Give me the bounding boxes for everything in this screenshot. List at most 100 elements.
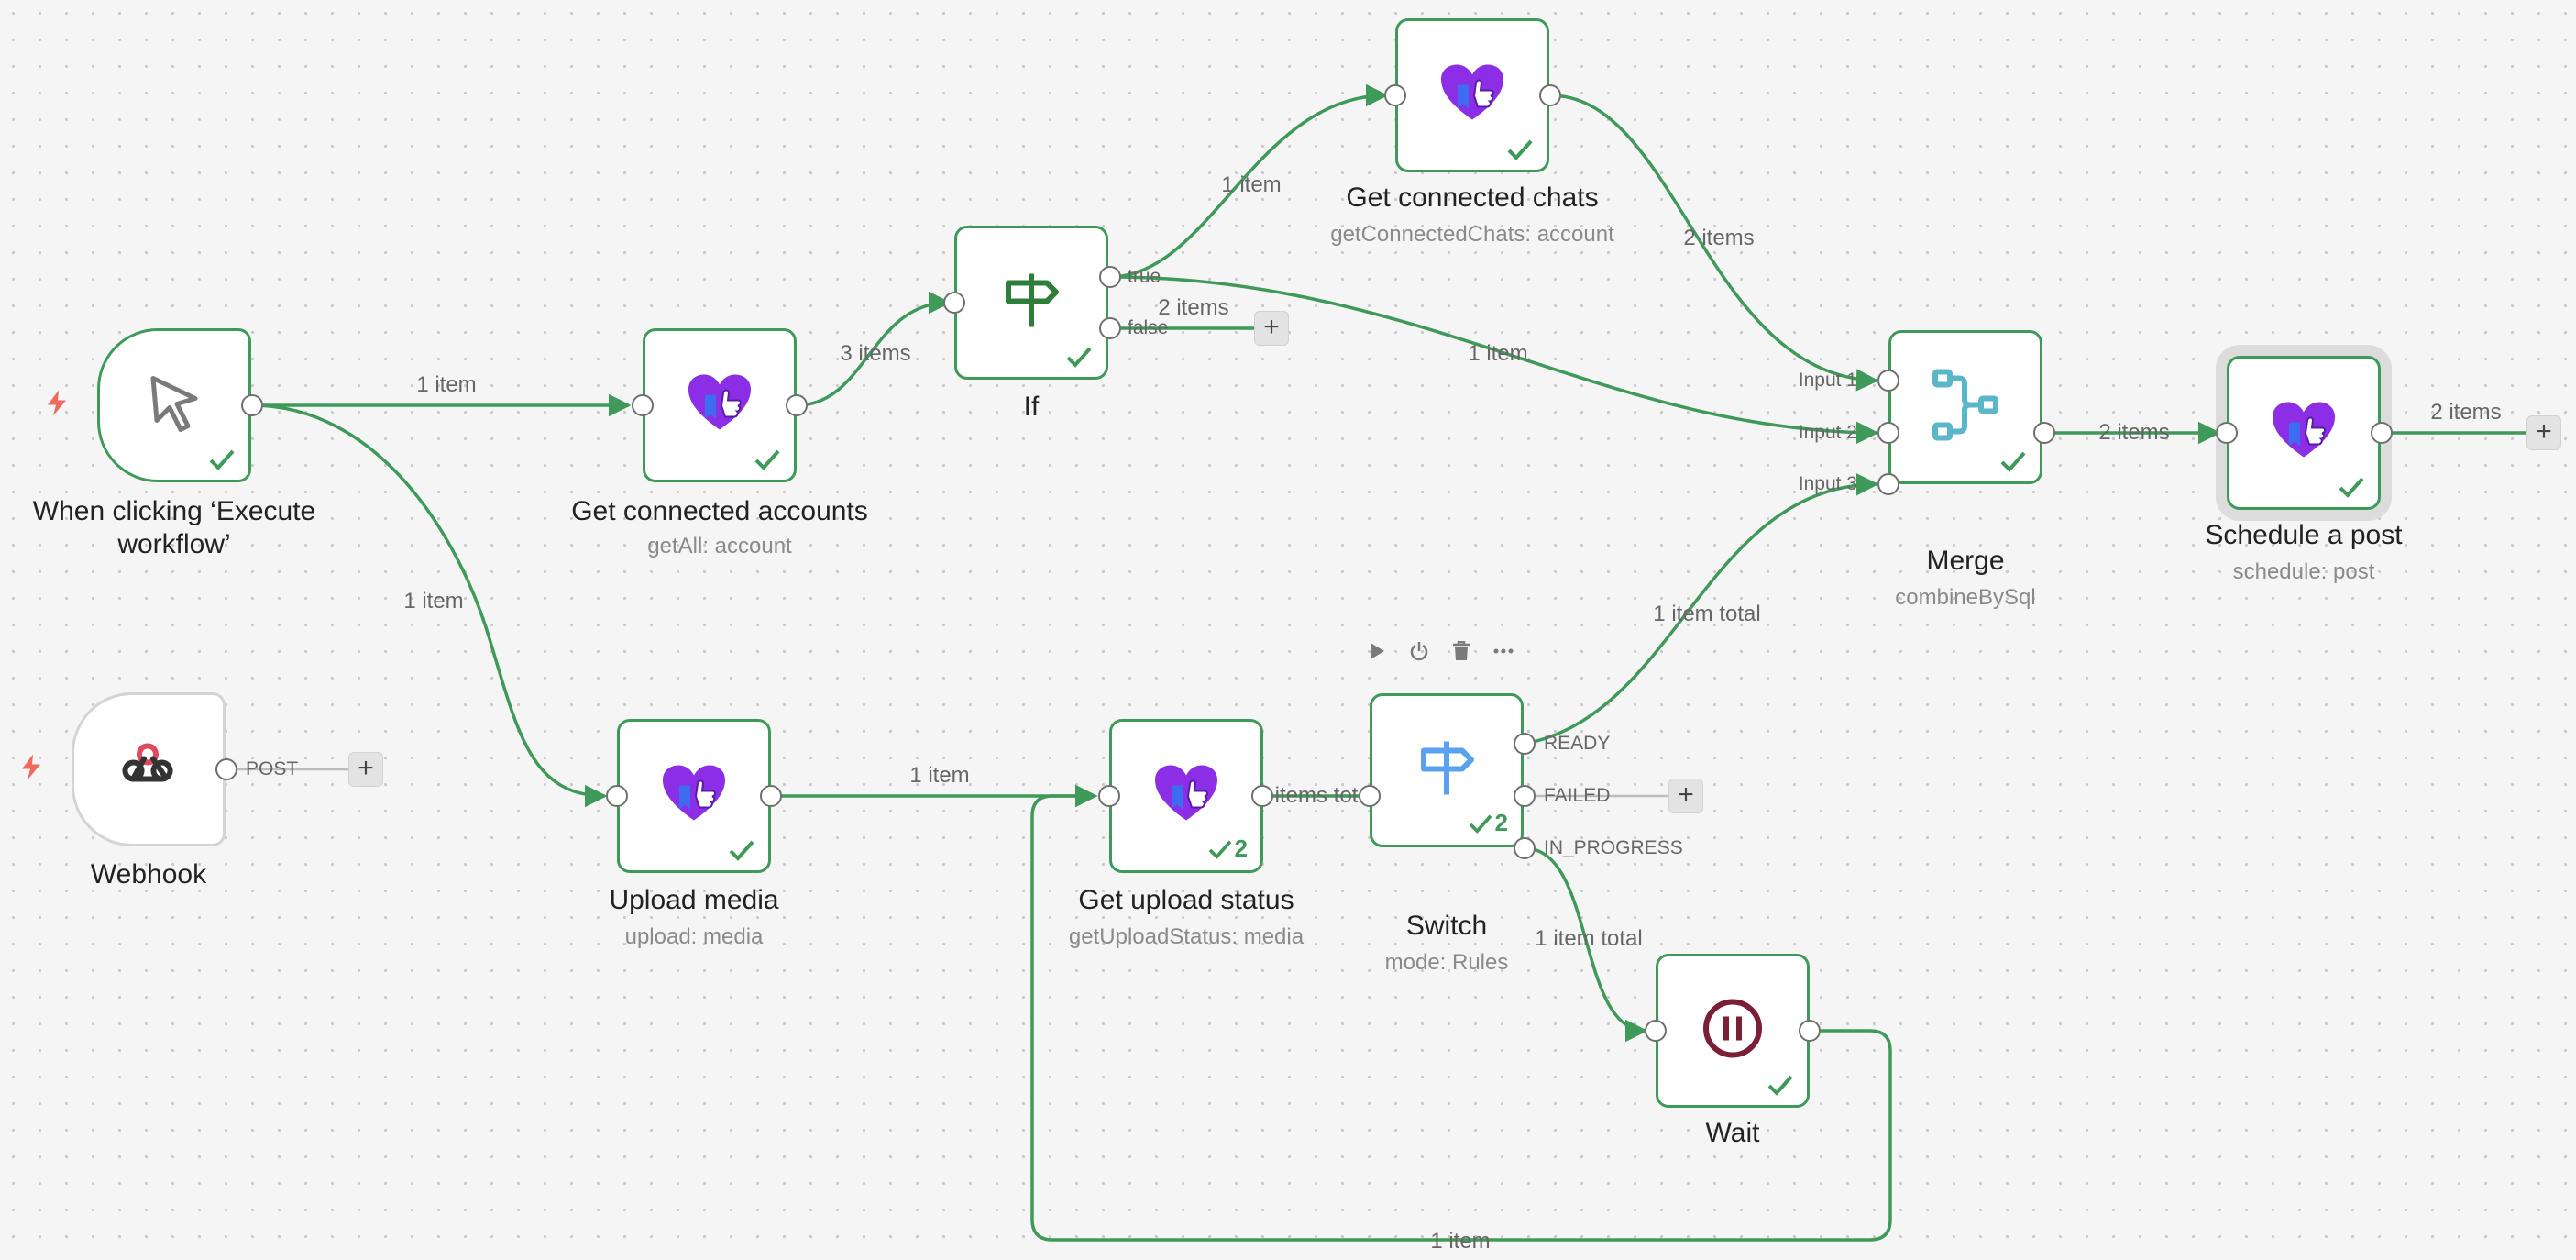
output-port[interactable]	[786, 394, 808, 416]
output-port[interactable]	[215, 758, 237, 780]
social-heart-icon	[1439, 63, 1505, 128]
node-wait[interactable]	[1656, 954, 1810, 1108]
node-upload-media[interactable]	[617, 719, 771, 873]
success-check-icon	[1469, 814, 1492, 834]
trash-icon[interactable]	[1450, 640, 1472, 662]
input-port[interactable]	[1359, 785, 1381, 807]
output-port[interactable]	[241, 394, 263, 416]
success-check-icon	[1999, 450, 2027, 472]
node-subtitle: combineBySql	[1895, 585, 2036, 610]
signpost-icon	[1415, 736, 1479, 805]
connection-label: 1 item	[909, 763, 970, 788]
merge-icon	[1932, 369, 1999, 447]
wire-switch-ready-merge[interactable]	[1524, 473, 1879, 746]
wire-wait-status[interactable]	[1030, 784, 1892, 1242]
node-title: Wait	[1705, 1118, 1760, 1148]
wire-accounts-if[interactable]	[796, 291, 952, 407]
add-node-button[interactable]: +	[1254, 311, 1289, 346]
connection-label: 1 item	[403, 589, 464, 613]
node-webhook[interactable]	[72, 692, 226, 846]
cursor-icon	[142, 371, 206, 440]
node-title: Get connected accounts	[571, 496, 868, 526]
input-port[interactable]	[606, 785, 628, 807]
output-port[interactable]	[2033, 422, 2055, 444]
connection-label: items tot	[1274, 783, 1359, 808]
success-check-icon	[1506, 138, 1534, 160]
play-icon[interactable]	[1366, 640, 1388, 662]
connection-label: 1 item total	[1653, 602, 1761, 626]
input-port[interactable]	[632, 394, 654, 416]
success-check-icon	[208, 448, 236, 470]
node-subtitle: mode: Rules	[1384, 950, 1509, 975]
output-port-ready[interactable]	[1514, 733, 1536, 755]
output-port[interactable]	[1539, 84, 1561, 106]
port-label-false: false	[1128, 317, 1169, 338]
output-port[interactable]	[1799, 1020, 1821, 1042]
node-get-connected-chats[interactable]	[1395, 18, 1549, 172]
success-check-icon	[1208, 840, 1231, 859]
output-port-false[interactable]	[1099, 317, 1121, 339]
node-merge[interactable]	[1888, 330, 2042, 484]
node-schedule-a-post[interactable]	[2227, 356, 2381, 510]
trigger-bolt-icon	[19, 754, 43, 786]
input-port[interactable]	[1384, 84, 1406, 106]
node-title: When clicking ‘Execute workflow’	[32, 496, 316, 559]
wire-if-chats[interactable]	[1109, 83, 1389, 279]
output-port[interactable]	[760, 785, 782, 807]
signpost-icon	[999, 269, 1063, 337]
node-if[interactable]	[954, 226, 1108, 380]
wire-if-merge[interactable]	[1109, 275, 1879, 445]
node-subtitle: upload: media	[624, 924, 764, 949]
node-switch[interactable]: 2	[1370, 693, 1524, 847]
node-manual-trigger[interactable]	[97, 328, 251, 482]
wire-trigger-upload[interactable]	[251, 403, 608, 808]
port-label-failed: FAILED	[1544, 785, 1611, 806]
port-label-in-progress: IN_PROGRESS	[1544, 837, 1683, 858]
connection-label: 3 items	[840, 341, 911, 366]
more-icon[interactable]	[1492, 640, 1514, 662]
webhook-icon	[118, 739, 179, 801]
node-get-connected-accounts[interactable]	[643, 328, 797, 482]
input-port[interactable]	[1098, 785, 1120, 807]
node-title: Schedule a post	[2205, 520, 2403, 550]
node-title: Merge	[1926, 546, 2005, 576]
output-port[interactable]	[2371, 422, 2393, 444]
output-port-true[interactable]	[1099, 266, 1121, 288]
node-title: Upload media	[609, 885, 779, 915]
connection-label: 2 items	[1683, 226, 1755, 250]
wire-chats-merge[interactable]	[1549, 94, 1879, 392]
connection-label: 1 item	[1221, 172, 1282, 197]
connection-label: 2 items	[1158, 295, 1229, 320]
node-get-upload-status[interactable]: 2	[1109, 719, 1263, 873]
input-port[interactable]	[943, 292, 965, 314]
input-port-2[interactable]	[1877, 422, 1899, 444]
add-node-button[interactable]: +	[348, 752, 383, 787]
social-heart-icon	[687, 373, 753, 438]
connection-label: 1 item	[1468, 341, 1528, 366]
input-port-1[interactable]	[1877, 370, 1899, 392]
output-port-failed[interactable]	[1514, 785, 1536, 807]
output-port-in-progress[interactable]	[1514, 837, 1536, 859]
social-heart-icon	[2271, 401, 2337, 466]
input-port[interactable]	[1645, 1020, 1667, 1042]
node-subtitle: getUploadStatus: media	[1068, 924, 1305, 949]
social-heart-icon	[661, 764, 727, 829]
success-run-count: 2	[1468, 809, 1508, 837]
add-node-button[interactable]: +	[2526, 415, 2561, 450]
connection-label: 1 item	[1430, 1229, 1491, 1254]
success-check-icon	[728, 839, 755, 861]
node-toolbar	[1366, 640, 1514, 662]
success-check-icon	[1065, 346, 1093, 368]
output-port[interactable]	[1251, 785, 1273, 807]
port-label-ready: READY	[1544, 733, 1611, 754]
social-heart-icon	[1153, 764, 1219, 829]
wire-switch-progress-wait[interactable]	[1524, 846, 1648, 1043]
input-port-3[interactable]	[1877, 473, 1899, 495]
node-title: Get connected chats	[1346, 182, 1599, 213]
port-label-input-2: Input 2	[1798, 422, 1857, 443]
power-icon[interactable]	[1408, 640, 1430, 662]
input-port[interactable]	[2216, 422, 2238, 444]
port-label-true: true	[1128, 266, 1161, 287]
add-node-button[interactable]: +	[1668, 779, 1703, 813]
